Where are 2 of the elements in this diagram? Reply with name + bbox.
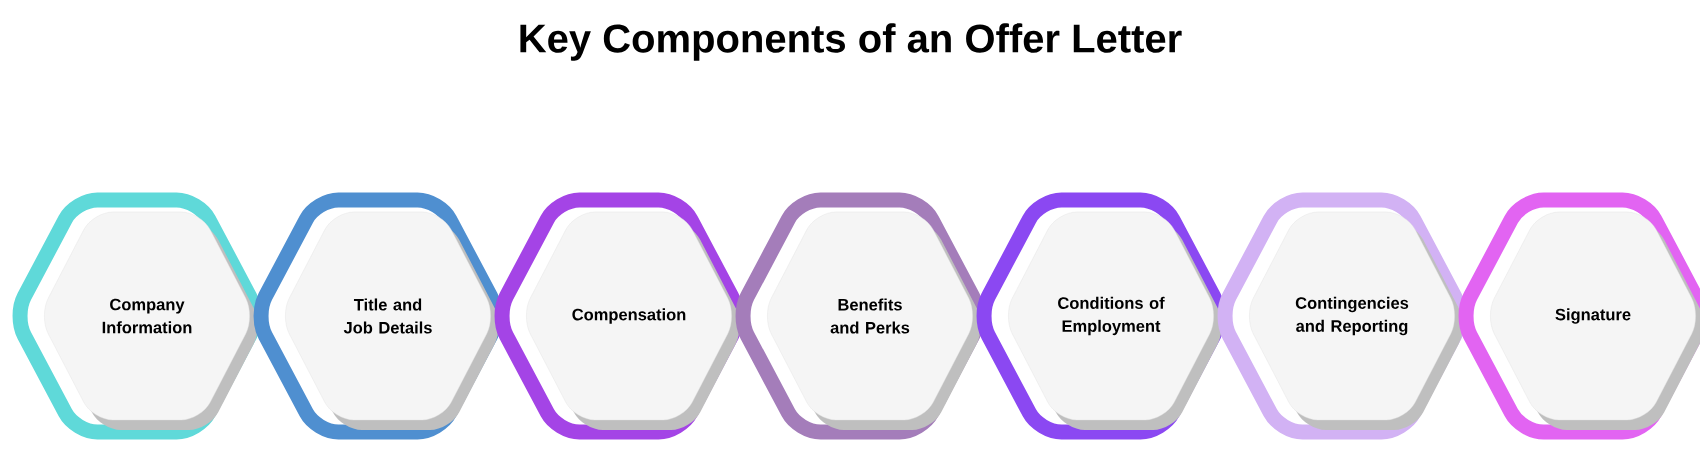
title: Key Components of an Offer Letter: [520, 23, 1182, 61]
hexagon-box: Signature: [1458, 192, 1700, 440]
